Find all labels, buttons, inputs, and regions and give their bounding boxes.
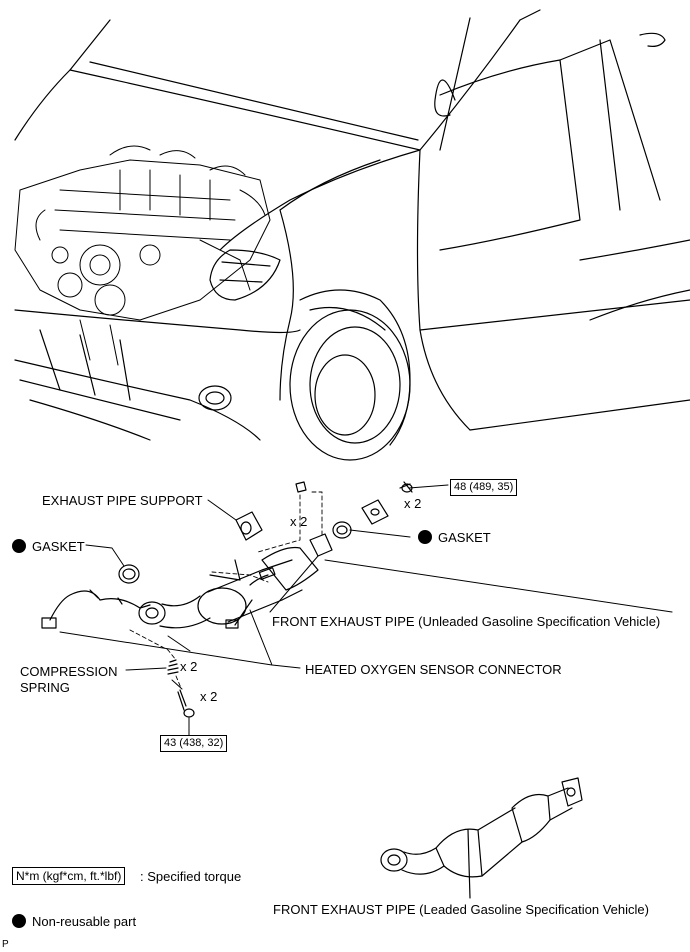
torque-unit-legend-box: N*m (kgf*cm, ft.*lbf) [12, 867, 126, 885]
front-exhaust-pipe-unleaded-label: FRONT EXHAUST PIPE (Unleaded Gasoline Sp… [272, 614, 661, 629]
torque-upper-box: 48 (489, 35) [450, 479, 518, 496]
compression-spring-part [167, 659, 195, 718]
qty-bolt-bottom-label: x 2 [200, 689, 218, 704]
torque-lower-box: 43 (438, 32) [160, 735, 228, 752]
corner-mark: P [2, 939, 9, 950]
front-exhaust-pipe-leaded [380, 777, 583, 899]
vehicle-illustration [14, 9, 690, 461]
nonreusable-icon [12, 539, 26, 553]
torque-legend-desc: : Specified torque [140, 869, 242, 884]
leader-lines [59, 484, 673, 736]
exhaust-pipe-support-label: EXHAUST PIPE SUPPORT [42, 493, 203, 508]
gasket-left-part [118, 564, 140, 584]
front-exhaust-pipe-unleaded [41, 533, 333, 629]
gasket-right-part [332, 521, 352, 539]
engine-illustration [14, 145, 271, 366]
assembly-guides [129, 491, 323, 689]
qty-bolt-flange-label: x 2 [404, 496, 422, 511]
nonreusable-legend-icon [12, 914, 26, 928]
qty-nut-support-label: x 2 [290, 514, 308, 529]
gasket-right-label: GASKET [438, 530, 491, 545]
nonreusable-icon [418, 530, 432, 544]
nonreusable-legend-desc: Non-reusable part [32, 914, 137, 929]
support-nut-part [295, 481, 307, 493]
qty-spring-label: x 2 [180, 659, 198, 674]
compression-spring-label-line2: SPRING [20, 680, 70, 695]
exhaust-pipe-support-part [235, 511, 263, 541]
front-exhaust-pipe-leaded-label: FRONT EXHAUST PIPE (Leaded Gasoline Spec… [273, 902, 649, 917]
gasket-left-label: GASKET [32, 539, 85, 554]
compression-spring-label-line1: COMPRESSION [20, 664, 118, 679]
heated-oxygen-sensor-connector-label: HEATED OXYGEN SENSOR CONNECTOR [305, 662, 562, 677]
